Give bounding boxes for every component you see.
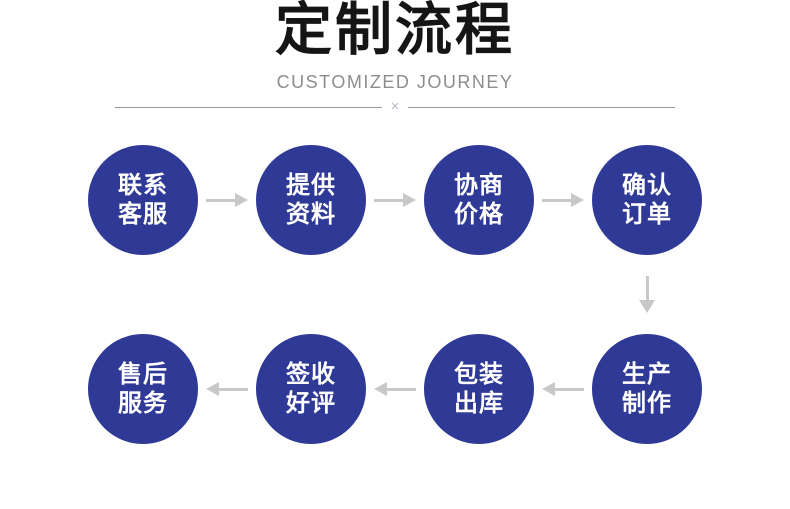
- connector-cell: [366, 145, 424, 255]
- flow-step-pack-ship: 包装 出库: [424, 334, 534, 444]
- connector-cell: [366, 334, 424, 444]
- flow-row-1: 联系 客服 提供 资料 协商 价格 确认 订单: [0, 145, 790, 255]
- arrow-right-icon: [374, 192, 416, 208]
- page-subtitle: CUSTOMIZED JOURNEY: [276, 72, 514, 92]
- arrow-left-icon: [206, 381, 248, 397]
- x-mark-icon: ×: [390, 98, 400, 115]
- step-label-line: 联系: [118, 172, 168, 199]
- step-label-line: 价格: [454, 201, 504, 228]
- connector-cell: [534, 145, 592, 255]
- flow-step-provide-materials: 提供 资料: [256, 145, 366, 255]
- divider-line-right: [408, 106, 676, 108]
- page-title: 定制流程: [275, 0, 515, 62]
- step-label-line: 协商: [454, 172, 504, 199]
- step-label-line: 生产: [622, 361, 672, 388]
- step-label-line: 客服: [118, 201, 168, 228]
- connector-cell: [534, 334, 592, 444]
- step-label-line: 制作: [622, 390, 672, 417]
- step-label-line: 售后: [118, 361, 168, 388]
- flow-step-after-sales-service: 售后 服务: [88, 334, 198, 444]
- arrow-right-icon: [206, 192, 248, 208]
- step-label-line: 服务: [118, 390, 168, 417]
- flow-step-contact-service: 联系 客服: [88, 145, 198, 255]
- step-label-line: 出库: [454, 390, 504, 417]
- step-label-line: 确认: [622, 172, 672, 199]
- arrow-left-icon: [374, 381, 416, 397]
- divider-line-left: [115, 106, 382, 108]
- divider: ×: [115, 98, 676, 115]
- connector-cell: [198, 334, 256, 444]
- step-label-line: 签收: [286, 361, 336, 388]
- step-label-line: 订单: [622, 201, 672, 228]
- flow-step-sign-good-review: 签收 好评: [256, 334, 366, 444]
- flow-step-production: 生产 制作: [592, 334, 702, 444]
- step-label-line: 提供: [286, 172, 336, 199]
- arrow-left-icon: [542, 381, 584, 397]
- flow-step-negotiate-price: 协商 价格: [424, 145, 534, 255]
- flow-step-confirm-order: 确认 订单: [592, 145, 702, 255]
- step-label-line: 好评: [286, 390, 336, 417]
- arrow-down-icon: [639, 276, 655, 313]
- connector-cell: [198, 145, 256, 255]
- step-label-line: 包装: [454, 361, 504, 388]
- step-label-line: 资料: [286, 201, 336, 228]
- flow-row-2: 售后 服务 签收 好评 包装 出库 生产 制作: [0, 334, 790, 444]
- arrow-right-icon: [542, 192, 584, 208]
